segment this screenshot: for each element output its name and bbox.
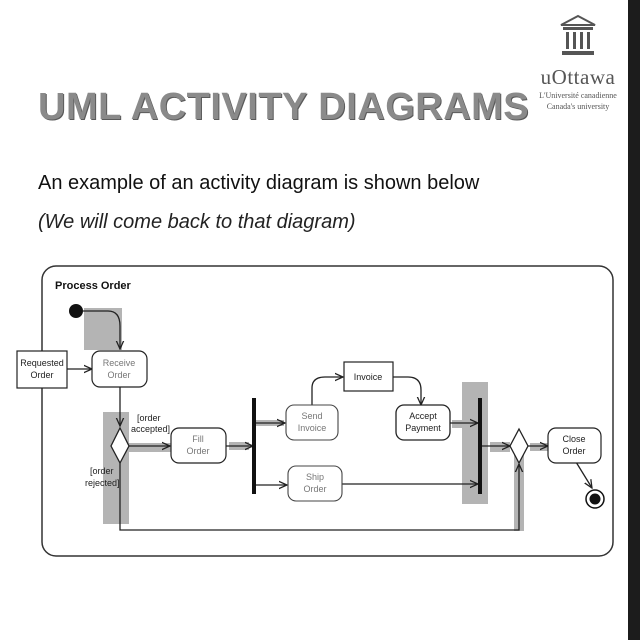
- activity-frame: [41, 265, 614, 557]
- guard-rejected-line2: rejected]: [85, 478, 120, 488]
- close-order-line2: Order: [562, 446, 585, 456]
- send-invoice-line2: Invoice: [298, 423, 327, 433]
- accept-payment-line1: Accept: [409, 411, 437, 421]
- action-send-invoice: Send Invoice: [285, 404, 339, 441]
- edge-rejected-merge: [119, 463, 519, 531]
- final-node: [585, 489, 605, 509]
- edge-invoice-accept: [393, 376, 421, 405]
- accept-payment-line2: Payment: [405, 423, 441, 433]
- logo-tagline-english: Canada's university: [546, 102, 610, 111]
- edge-send-invoice: [311, 377, 343, 405]
- guard-accepted-line1: [order: [137, 413, 161, 423]
- action-accept-payment: Accept Payment: [395, 404, 451, 441]
- building-columns-icon: [560, 14, 596, 55]
- action-receive-order: Receive Order: [91, 350, 148, 388]
- object-node-invoice: Invoice: [343, 361, 394, 392]
- slide-title: UML ACTIVITY DIAGRAMS: [38, 86, 530, 128]
- right-edge-bar: [628, 0, 640, 640]
- action-close-order: Close Order: [547, 427, 602, 464]
- lead-text: An example of an activity diagram is sho…: [38, 172, 480, 194]
- edge-start-receive: [83, 310, 120, 349]
- receive-order-line1: Receive: [103, 358, 136, 368]
- note-text: (We will come back to that diagram): [38, 211, 356, 233]
- requested-order-line1: Requested: [20, 358, 64, 368]
- fill-order-line2: Order: [186, 446, 209, 456]
- guard-rejected-line1: [order: [90, 466, 114, 476]
- close-order-line1: Close: [562, 434, 585, 444]
- action-ship-order: Ship Order: [287, 465, 343, 502]
- logo-wordmark: uOttawa: [540, 65, 616, 89]
- university-logo: uOttawa L'Université canadienne Canada's…: [530, 14, 626, 112]
- decision-node: [110, 426, 130, 465]
- edge-close-final: [575, 461, 592, 488]
- fill-order-line1: Fill: [192, 434, 204, 444]
- fork-bar: [252, 398, 256, 494]
- invoice-label: Invoice: [354, 372, 383, 382]
- ship-order-line2: Order: [303, 484, 326, 494]
- merge-node: [509, 427, 529, 465]
- join-bar: [478, 398, 482, 494]
- logo-tagline-french: L'Université canadienne: [539, 91, 617, 100]
- frame-title: Process Order: [55, 280, 132, 292]
- flow-edges: [67, 310, 592, 531]
- requested-order-line2: Order: [30, 370, 53, 380]
- initial-node: [69, 304, 83, 318]
- object-node-requested-order: Requested Order: [16, 350, 68, 389]
- receive-order-line2: Order: [107, 370, 130, 380]
- action-fill-order: Fill Order: [170, 427, 227, 464]
- ship-order-line1: Ship: [306, 472, 324, 482]
- guard-accepted-line2: accepted]: [131, 424, 170, 434]
- send-invoice-line1: Send: [301, 411, 322, 421]
